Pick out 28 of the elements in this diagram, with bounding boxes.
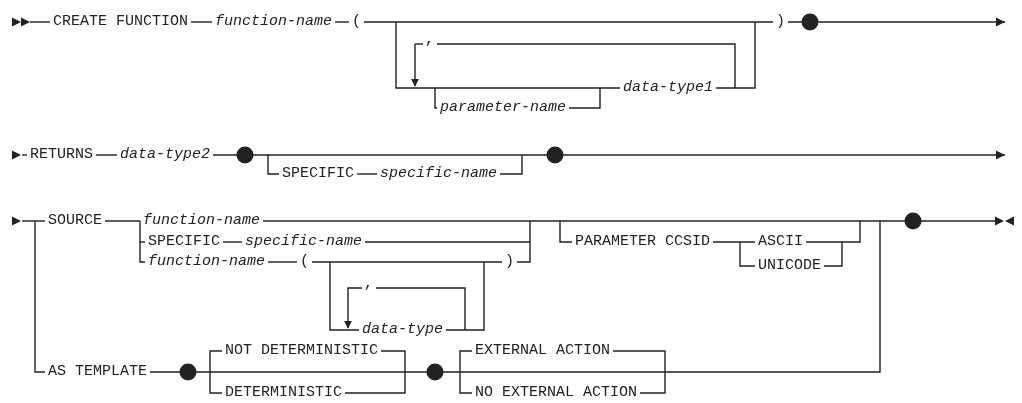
syntax-variable: function-name (143, 213, 261, 229)
syntax-symbol: ( (300, 254, 309, 270)
syntax-variable: data-type1 (623, 80, 713, 96)
syntax-symbol: , (425, 32, 434, 48)
syntax-keyword: SOURCE (48, 213, 102, 229)
syntax-variable: data-type (362, 322, 443, 338)
syntax-keyword: PARAMETER CCSID (575, 234, 711, 250)
syntax-variable: data-type2 (120, 147, 210, 163)
syntax-variable: function-name (148, 254, 266, 270)
syntax-variable: parameter-name (440, 100, 567, 116)
syntax-keyword: RETURNS (30, 147, 93, 163)
syntax-keyword: EXTERNAL ACTION (475, 343, 611, 359)
syntax-symbol: , (364, 276, 373, 292)
syntax-keyword: CREATE FUNCTION (53, 14, 189, 30)
syntax-variable: specific-name (245, 234, 363, 250)
syntax-symbol: ) (505, 254, 514, 270)
syntax-keyword: NOT DETERMINISTIC (225, 343, 379, 359)
syntax-keyword: DETERMINISTIC (225, 385, 343, 401)
syntax-symbol: ) (776, 14, 785, 30)
syntax-keyword: ASCII (758, 234, 803, 250)
syntax-symbol: ( (352, 14, 361, 30)
syntax-keyword: SPECIFIC (282, 166, 354, 182)
syntax-variable: function-name (215, 14, 333, 30)
syntax-keyword: UNICODE (758, 258, 821, 274)
syntax-keyword: SPECIFIC (148, 234, 220, 250)
syntax-keyword: AS TEMPLATE (48, 364, 148, 380)
syntax-keyword: NO EXTERNAL ACTION (475, 385, 638, 401)
syntax-variable: specific-name (380, 166, 498, 182)
